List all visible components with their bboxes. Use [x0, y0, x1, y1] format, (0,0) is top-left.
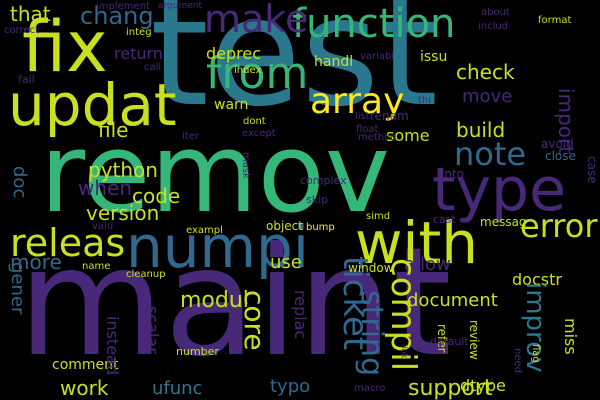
word-dtype: more: [10, 250, 62, 274]
word-link: into: [441, 167, 464, 181]
word-refer: close: [545, 149, 576, 163]
word-allow: ufunc: [152, 378, 203, 399]
word-chang: releas: [10, 221, 126, 265]
word-ad: from: [206, 48, 309, 99]
word-call: about: [481, 7, 510, 18]
word-some: support: [408, 376, 493, 400]
word-messag: except: [242, 128, 276, 139]
word-test: test: [150, 0, 439, 140]
word-need: cast: [433, 213, 456, 226]
word-complex: thi: [418, 95, 432, 106]
word-dont: index: [234, 65, 262, 76]
word-import: deprec: [206, 44, 262, 63]
word-instead: issu: [420, 49, 448, 65]
word-macro: need: [512, 348, 523, 373]
word-case: case: [585, 156, 599, 184]
word-replac: renam: [370, 109, 409, 123]
word-object: replac: [291, 290, 310, 340]
word-version: file: [98, 118, 129, 142]
word-with: type: [432, 155, 567, 225]
word-implement: exampl: [186, 225, 223, 236]
word-more: build: [456, 118, 506, 142]
word-list: correct: [4, 25, 40, 36]
word-miss: move: [462, 86, 513, 107]
word-review: avoid: [541, 137, 574, 151]
word-array: with: [355, 209, 479, 277]
word-thi: skip: [306, 193, 329, 206]
word-ticket: scalar: [143, 306, 162, 354]
word-code: check: [456, 60, 515, 84]
word-core: some: [386, 126, 430, 145]
word-ufunc: when: [78, 176, 133, 200]
word-exampl: window: [348, 261, 394, 275]
word-about: bump: [306, 222, 335, 233]
word-gener: warn: [214, 97, 249, 113]
word-avoid: mask: [240, 152, 251, 179]
word-fix: fix: [22, 6, 108, 88]
word-updat: updat: [8, 71, 177, 139]
word-cast: method: [358, 132, 397, 143]
word-float: integ: [126, 27, 152, 38]
word-issu: use: [270, 252, 302, 273]
word-modul: code: [132, 184, 181, 208]
word-use: modul: [180, 288, 249, 313]
word-includ: valu: [92, 221, 114, 232]
word-document: work: [60, 376, 109, 400]
word-index: argument: [158, 1, 203, 11]
word-error: note: [454, 135, 527, 173]
word-window: macro: [354, 383, 386, 394]
word-fail: includ: [478, 21, 509, 32]
word-from: numpi: [126, 213, 309, 281]
word-improv: return: [114, 44, 163, 63]
word-remov: remov: [40, 109, 391, 237]
word-that: error: [520, 207, 598, 245]
word-bump: number: [176, 345, 219, 358]
word-function: function: [292, 1, 456, 47]
word-make: make: [204, 0, 309, 41]
word-build: string: [354, 290, 389, 377]
word-close: dont: [243, 116, 266, 127]
word-compil: instead: [103, 316, 122, 375]
word-except: call: [144, 62, 162, 73]
word-format: name: [82, 261, 111, 272]
word-flag: simd: [366, 211, 391, 222]
word-method: fail: [18, 73, 35, 86]
word-valu: default: [430, 335, 469, 348]
word-integ: format: [538, 15, 572, 26]
word-type: chang: [80, 2, 154, 30]
word-number: link: [400, 344, 409, 359]
word-docstr: gener: [7, 262, 28, 315]
word-cleanup: review: [467, 320, 481, 360]
word-handl: docstr: [512, 270, 562, 289]
word-renam: complex: [300, 174, 347, 187]
word-maint: maint: [18, 216, 452, 390]
word-deprec: miss: [561, 318, 580, 355]
word-work: python: [88, 158, 158, 182]
word-comment: typo: [270, 376, 311, 397]
word-mask: messag: [480, 215, 527, 229]
word-return: dtype: [460, 376, 506, 395]
word-move: allow: [404, 254, 451, 275]
word-doc: handl: [314, 54, 354, 70]
word-iter: cleanup: [126, 269, 166, 280]
word-simd: float: [356, 124, 379, 135]
word-variabl: implement: [96, 1, 150, 12]
word-numpi: that: [10, 2, 51, 26]
word-note: array: [310, 81, 405, 122]
word-warn: document: [407, 290, 498, 311]
word-typo: version: [86, 201, 160, 225]
word-default: flag: [530, 344, 541, 363]
word-skip: variabl: [360, 51, 395, 62]
word-python: core: [238, 290, 271, 351]
word-string: comment: [52, 357, 119, 373]
word-argument: object: [266, 219, 303, 233]
word-correct: iter: [182, 131, 199, 142]
word-into: list: [355, 111, 370, 122]
word-support: doc: [9, 166, 30, 199]
